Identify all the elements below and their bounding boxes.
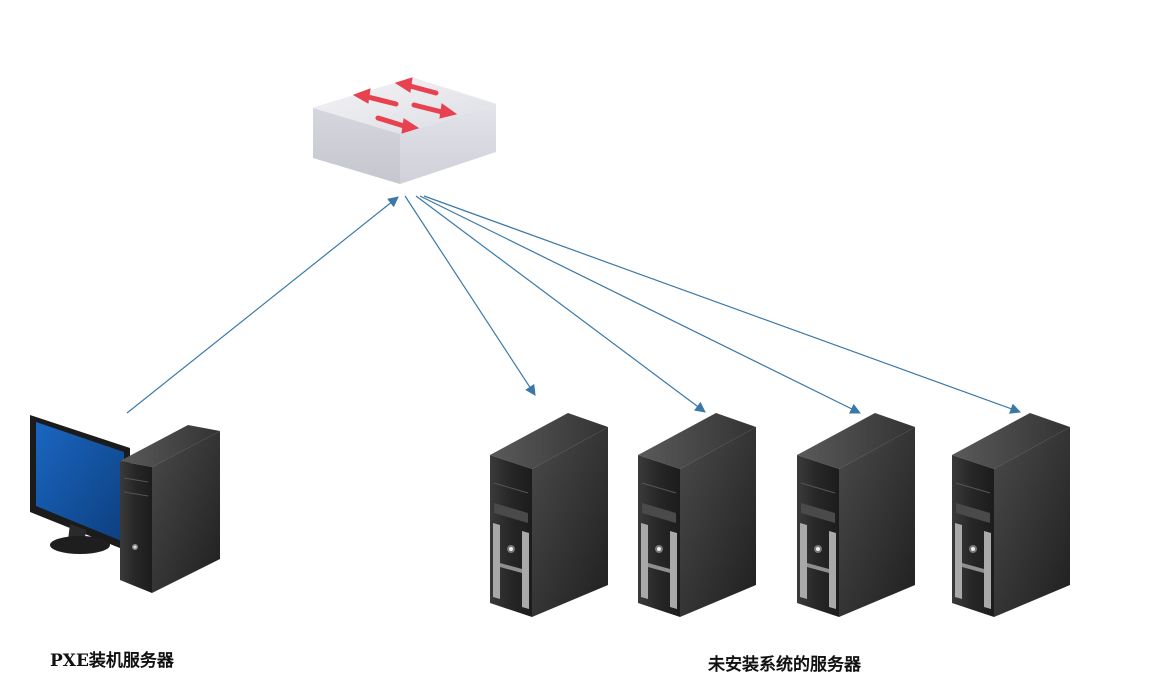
connector-pxe-to-switch [126,196,399,414]
connector-switch-to-server-1 [404,195,536,396]
pxe-workstation [30,415,220,593]
pxe-server-label: PXE装机服务器 [50,651,174,671]
server-icon [638,413,756,617]
monitor-icon [30,415,130,554]
connector-switch-to-server-2 [415,195,706,413]
pxe-tower-icon [120,425,220,593]
target-servers [490,413,1070,617]
target-servers-label: 未安装系统的服务器 [708,655,861,675]
network-switch [312,77,497,184]
connector-switch-to-server-3 [419,195,861,414]
connectors [126,195,1022,414]
server-icon [490,413,608,617]
switch-arrows-icon [352,77,458,134]
server-icon [952,413,1070,617]
server-icon [797,413,915,617]
connector-switch-to-server-4 [423,195,1022,414]
